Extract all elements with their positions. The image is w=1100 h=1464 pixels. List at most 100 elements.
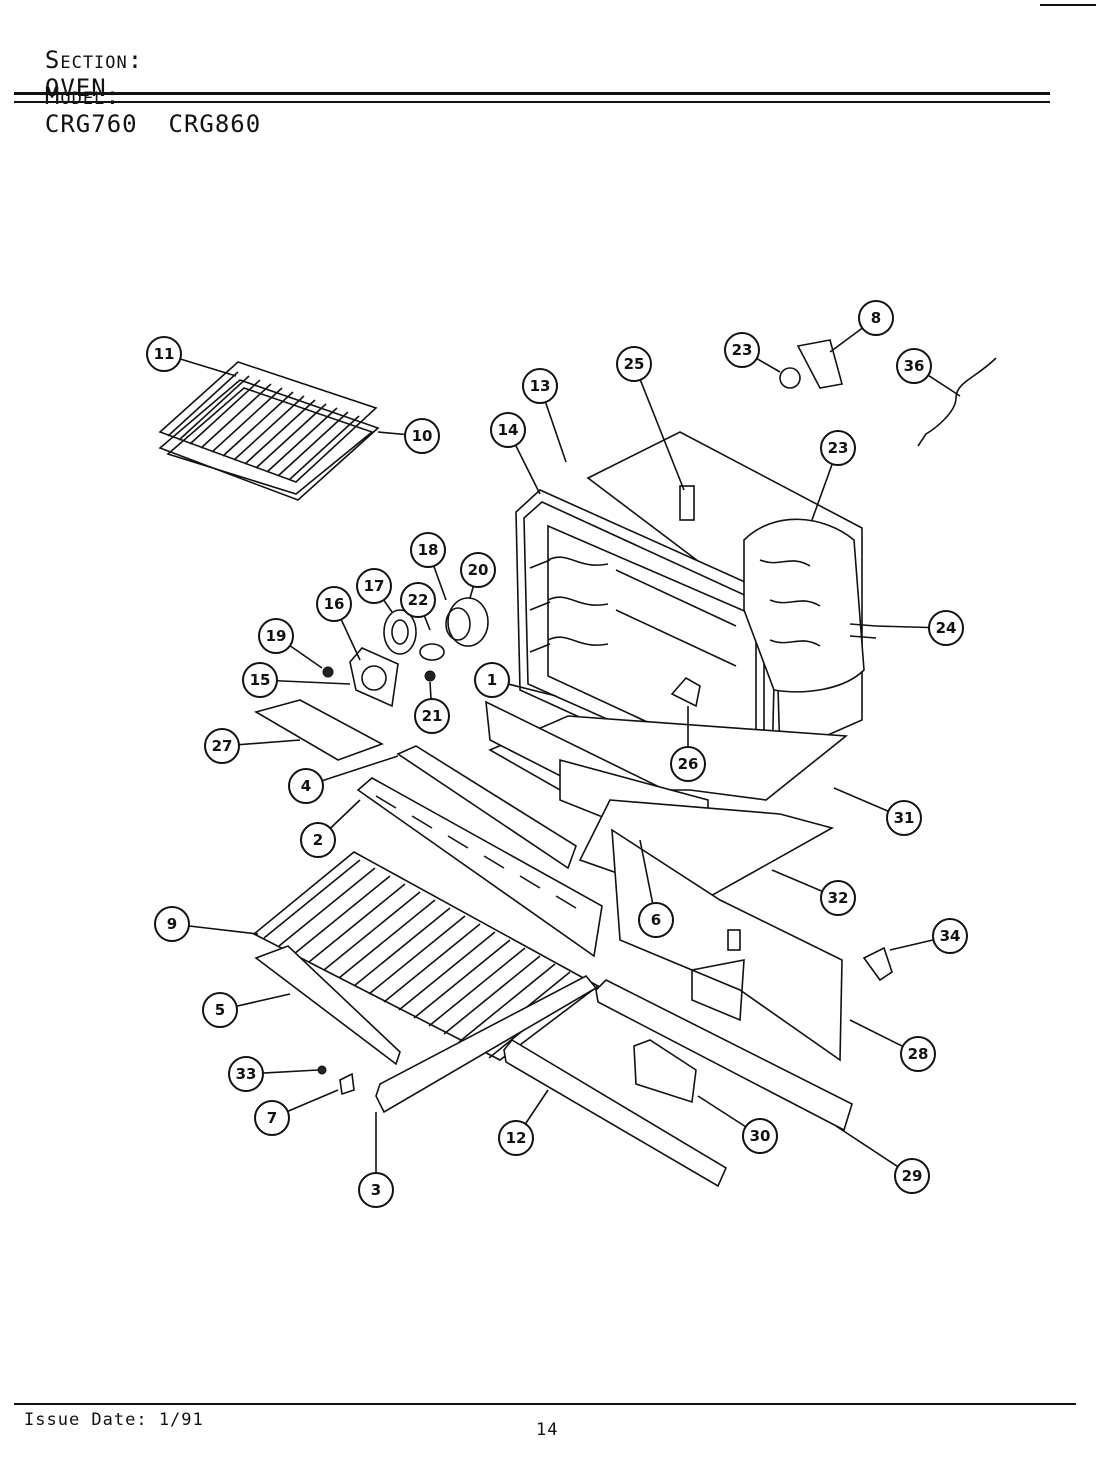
rack-wire: [288, 415, 360, 481]
broiler-pan: [158, 379, 380, 501]
rack-wire: [323, 891, 421, 971]
rack-wire: [211, 387, 283, 453]
model-value: CRG760 CRG860: [44, 110, 262, 138]
callout-10: 10: [404, 418, 440, 454]
callout-36: 36: [896, 348, 932, 384]
rack-wire: [519, 875, 541, 889]
callout-label: 36: [904, 357, 925, 375]
callout-15: 15: [242, 662, 278, 698]
callout-label: 23: [828, 439, 849, 457]
callout-label: 30: [750, 1127, 771, 1145]
burner-assembly: [322, 597, 489, 708]
callout-20: 20: [460, 552, 496, 588]
callout-16: 16: [316, 586, 352, 622]
header-rule-thick: [14, 92, 1050, 95]
broiler-drawer-front: [375, 974, 598, 1114]
callout-19: 19: [258, 618, 294, 654]
rack-wire: [189, 379, 261, 445]
rack-wire: [233, 395, 305, 461]
callout-23: 23: [820, 430, 856, 466]
callout-23: 23: [724, 332, 760, 368]
callout-5: 5: [202, 992, 238, 1028]
model-heading: Model: CRG760 CRG860: [14, 54, 261, 138]
burner-box-insulation: [743, 518, 865, 693]
rack-wire: [383, 923, 481, 1003]
callout-label: 8: [871, 309, 881, 327]
callout-22: 22: [400, 582, 436, 618]
callout-21: 21: [414, 698, 450, 734]
header-rule-thin: [14, 101, 1050, 103]
rack-wire: [428, 947, 526, 1027]
callout-27: 27: [204, 728, 240, 764]
callout-29: 29: [894, 1158, 930, 1194]
callout-label: 14: [498, 421, 519, 439]
callout-label: 1: [487, 671, 497, 689]
callout-34: 34: [932, 918, 968, 954]
rack-wire: [167, 371, 239, 437]
callout-label: 3: [371, 1181, 381, 1199]
rear-panel: [611, 828, 843, 1062]
callout-label: 29: [902, 1167, 923, 1185]
callout-label: 9: [167, 915, 177, 933]
callout-label: 12: [506, 1129, 527, 1147]
callout-label: 23: [732, 341, 753, 359]
callout-label: 24: [936, 619, 957, 637]
footer-rule: [14, 1403, 1076, 1405]
rack-wire: [443, 955, 541, 1035]
broiler-drawer-back: [356, 777, 603, 958]
callout-bubbles: 1234567891011121314151617181920212223232…: [146, 300, 968, 1208]
callout-label: 21: [422, 707, 443, 725]
rack-wire: [398, 931, 496, 1011]
section-heading: Section: OVEN: [14, 18, 143, 102]
callout-label: 20: [468, 561, 489, 579]
drawer-slide-support: [595, 979, 853, 1132]
issue-date: Issue Date: 1/91: [24, 1410, 204, 1430]
callout-2: 2: [300, 822, 336, 858]
callout-label: 13: [530, 377, 551, 395]
rack-wire: [353, 907, 451, 987]
callout-13: 13: [522, 368, 558, 404]
callout-18: 18: [410, 532, 446, 568]
callout-26: 26: [670, 746, 706, 782]
callout-17: 17: [356, 568, 392, 604]
callout-label: 15: [250, 671, 271, 689]
callout-label: 10: [412, 427, 433, 445]
callout-11: 11: [146, 336, 182, 372]
rack-wire: [458, 963, 556, 1043]
callout-label: 28: [908, 1045, 929, 1063]
callout-12: 12: [498, 1120, 534, 1156]
callout-label: 19: [266, 627, 287, 645]
rack-wire: [308, 883, 406, 963]
callout-24: 24: [928, 610, 964, 646]
callout-label: 22: [408, 591, 429, 609]
rack-wire: [200, 383, 272, 449]
leader-line-25: [633, 363, 685, 491]
callout-label: 7: [267, 1109, 277, 1127]
callout-label: 34: [940, 927, 961, 945]
callout-label: 17: [364, 577, 385, 595]
burner-cover-plate: [253, 699, 384, 761]
callout-7: 7: [254, 1100, 290, 1136]
callout-32: 32: [820, 880, 856, 916]
rack-wire: [266, 407, 338, 473]
broiler-pan-drawer: [254, 945, 401, 1066]
rack-wire: [413, 939, 511, 1019]
callout-6: 6: [638, 902, 674, 938]
rack-wire: [263, 859, 361, 939]
callout-label: 18: [418, 541, 439, 559]
callout-label: 5: [215, 1001, 225, 1019]
callout-label: 6: [651, 911, 661, 929]
rack-wire: [338, 899, 436, 979]
callout-30: 30: [742, 1118, 778, 1154]
rack-wire: [483, 855, 505, 869]
rack-wire: [178, 375, 250, 441]
callout-14: 14: [490, 412, 526, 448]
rack-wire: [255, 403, 327, 469]
callout-33: 33: [228, 1056, 264, 1092]
junction-box: [633, 1039, 697, 1104]
callout-4: 4: [288, 768, 324, 804]
callout-9: 9: [154, 906, 190, 942]
rack-wire: [278, 867, 376, 947]
rack-wire: [447, 835, 469, 849]
